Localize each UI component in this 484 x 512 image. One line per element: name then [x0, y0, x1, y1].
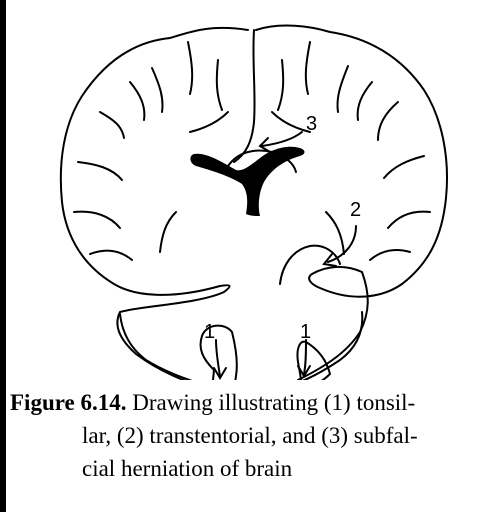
caption-line-2: lar, (2) transtentorial, and (3) subfal-: [82, 423, 418, 448]
falx-midline: [234, 30, 255, 162]
drawing-canvas: 3 2 1 1: [10, 2, 484, 380]
caption-line-3: cial herniation of brain: [82, 456, 292, 481]
caption-paragraph: Figure 6.14. Drawing illustrating (1) to…: [10, 386, 478, 485]
brain-herniation-drawing: 3 2 1 1: [10, 2, 484, 380]
brain-outline: [61, 28, 248, 380]
figure-caption: Figure 6.14. Drawing illustrating (1) to…: [10, 386, 478, 485]
left-border-bar: [0, 0, 6, 512]
arrow-tonsillar-right: [304, 340, 306, 374]
marker-1-left: 1: [204, 321, 215, 343]
figure-label: Figure 6.14.: [10, 390, 126, 415]
caption-line-1: Drawing illustrating (1) tonsil-: [132, 390, 415, 415]
marker-3: 3: [306, 113, 317, 135]
cerebellum-left: [120, 314, 212, 380]
lateral-ventricle: [190, 147, 304, 216]
marker-2: 2: [350, 199, 361, 221]
marker-1-right: 1: [300, 321, 311, 343]
gyri-left: [74, 42, 228, 260]
